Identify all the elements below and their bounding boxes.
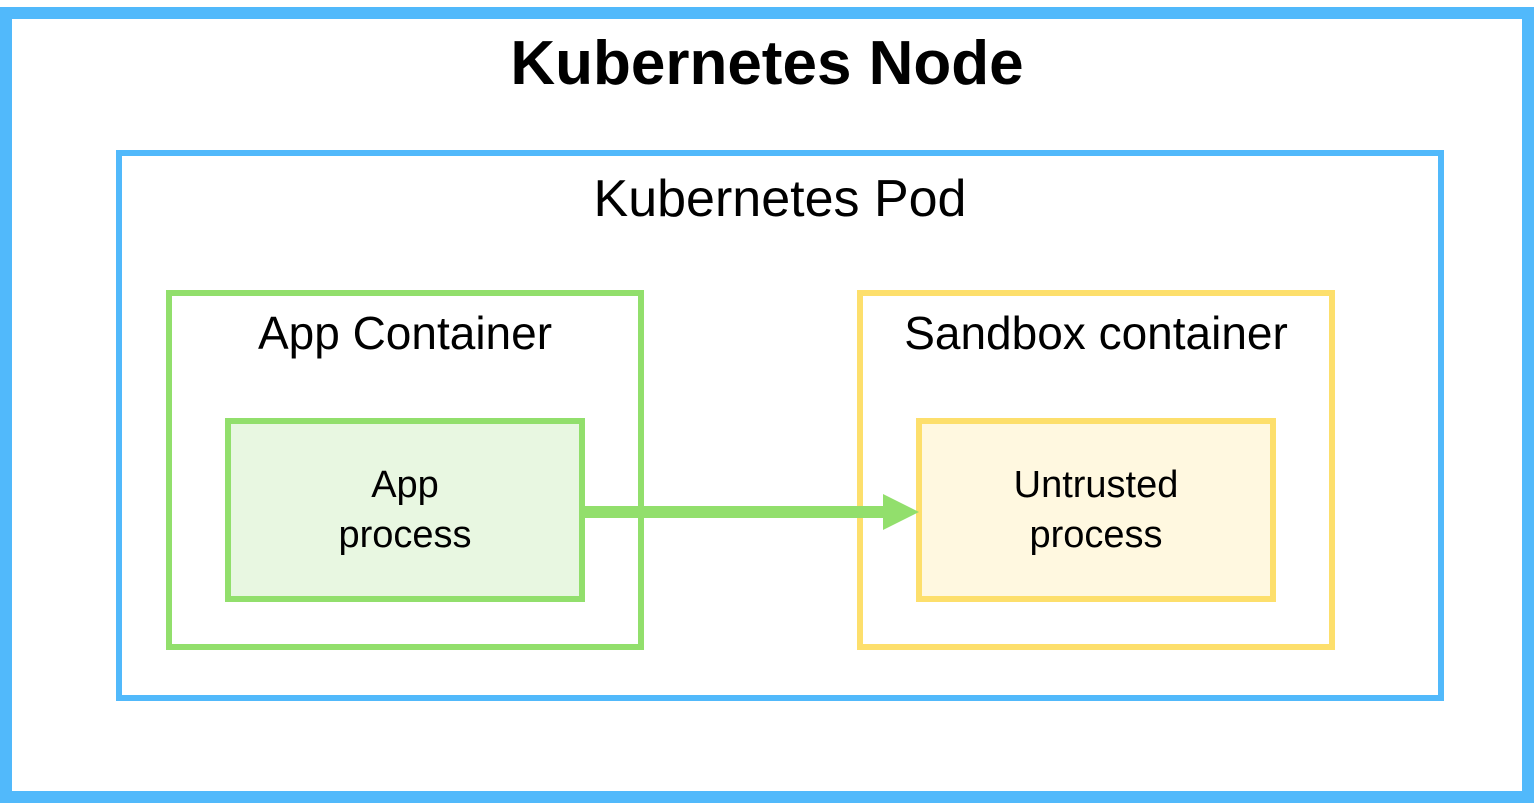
untrusted-process-box <box>916 418 1276 602</box>
app-process-line2: process <box>338 514 472 556</box>
sandbox-container-box <box>857 290 1335 650</box>
untrusted-process-line2: process <box>1029 514 1163 556</box>
app-process-label: App process <box>225 418 585 602</box>
app-process-box <box>225 418 585 602</box>
app-container-title: App Container <box>257 307 553 359</box>
untrusted-process-line1: Untrusted <box>1013 464 1179 506</box>
pod-title: Kubernetes Pod <box>593 170 967 228</box>
app-container-box <box>166 290 644 650</box>
kubernetes-node-box <box>0 7 1534 803</box>
app-process-line1: App <box>371 464 439 506</box>
node-title: Kubernetes Node <box>510 29 1024 98</box>
kubernetes-pod-box <box>116 150 1444 701</box>
untrusted-process-label: Untrusted process <box>916 418 1276 602</box>
sandbox-container-title: Sandbox container <box>904 307 1288 359</box>
